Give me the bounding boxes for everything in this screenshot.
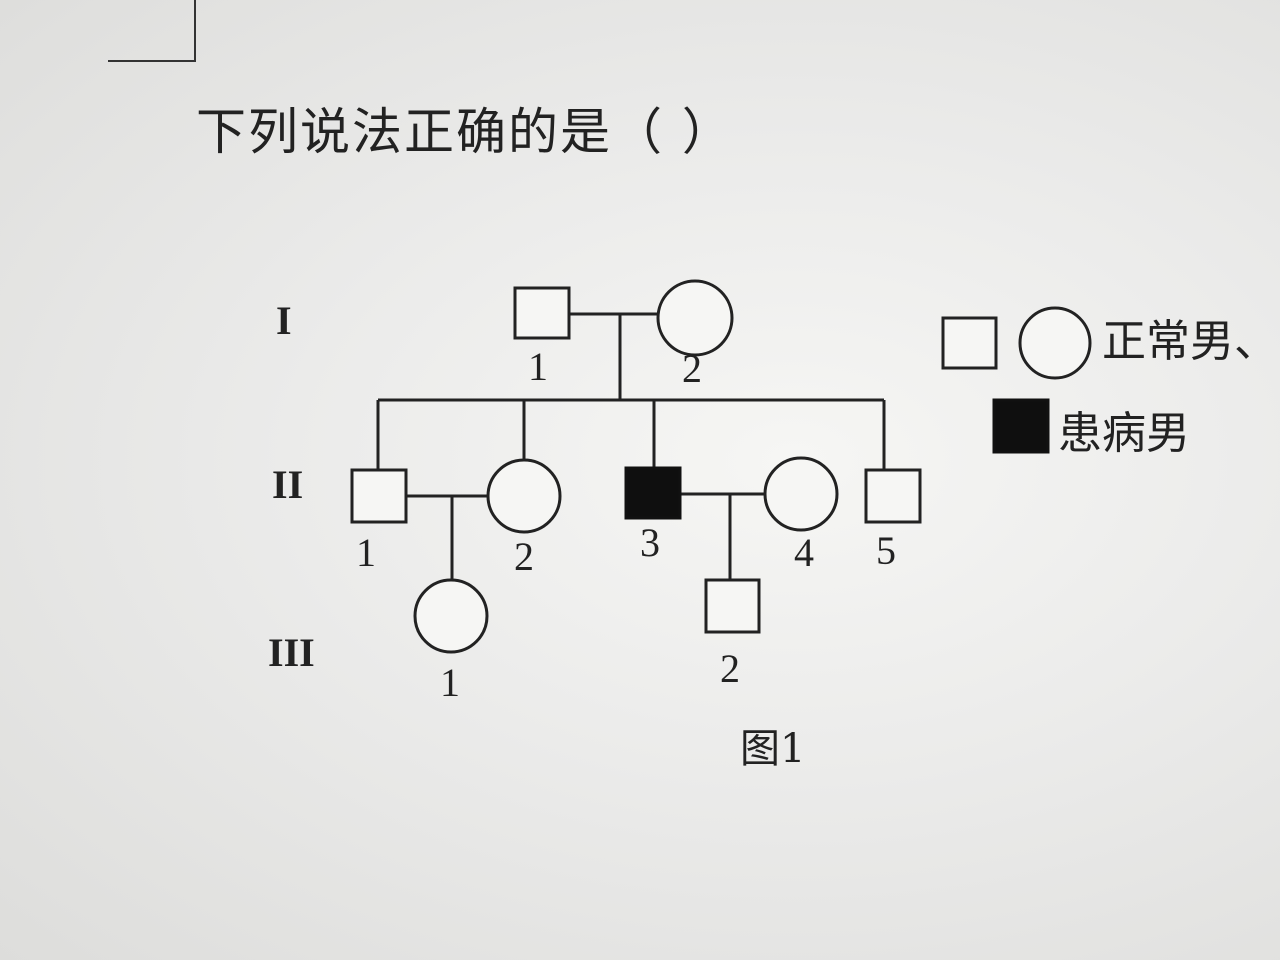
member-number-II3: 3 <box>640 520 660 565</box>
member-II3-affected-male <box>624 466 682 520</box>
legend-affected-male-symbol <box>992 398 1050 454</box>
member-number-I2: 2 <box>682 346 702 391</box>
legend-affected-label: 患病男 <box>1058 408 1190 459</box>
generation-label-I: I <box>276 298 292 343</box>
member-number-III2: 2 <box>720 646 740 691</box>
figure-caption: 图1 <box>740 726 805 772</box>
answer-box-corner <box>108 0 196 62</box>
member-II2-normal-female <box>486 458 562 534</box>
member-I1-normal-male <box>513 286 571 340</box>
member-III1-normal-female <box>413 578 489 654</box>
legend-normal-male-symbol <box>941 316 998 370</box>
member-II1-normal-male <box>350 468 408 524</box>
legend-normal-female-symbol <box>1018 306 1092 380</box>
generation-label-III: III <box>268 630 315 675</box>
legend-normal-label: 正常男、 <box>1102 316 1278 367</box>
member-II5-normal-male <box>864 468 922 524</box>
member-number-I1: 1 <box>528 344 548 389</box>
member-I2-normal-female <box>656 279 734 357</box>
member-III2-normal-male <box>704 578 761 634</box>
member-II4-normal-female <box>763 456 839 532</box>
generation-label-II: II <box>272 462 303 507</box>
question-text: 下列说法正确的是（ ） <box>196 103 734 161</box>
member-number-II5: 5 <box>876 528 896 573</box>
member-number-II4: 4 <box>794 530 814 575</box>
member-number-II2: 2 <box>514 534 534 579</box>
member-number-II1: 1 <box>356 530 376 575</box>
member-number-III1: 1 <box>440 660 460 705</box>
